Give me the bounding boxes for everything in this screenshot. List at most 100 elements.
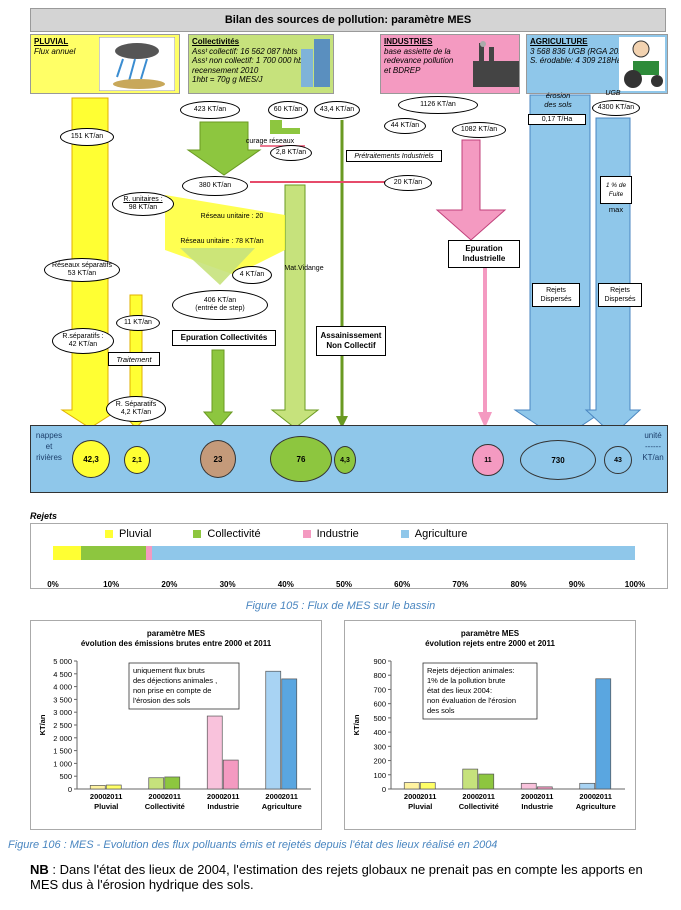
legend-collectivite-label: Collectivité — [207, 528, 261, 540]
bar-pluvial-2000 — [89, 785, 106, 790]
rejets-segment-pluvial — [53, 546, 81, 560]
industries-heading: INDUSTRIES — [384, 37, 433, 46]
collectivites-line1: Assᵗ collectif: 16 562 087 hbts — [192, 46, 298, 56]
x-year-label: 2011 — [282, 792, 298, 801]
bar-agriculture-2000 — [579, 782, 596, 790]
rejets-axis-tick: 90% — [568, 580, 585, 589]
industries-line3: et BDREP — [384, 65, 421, 75]
x-year-label: 2011 — [596, 792, 612, 801]
agriculture-line2: S. érodable: 4 309 218Ha — [530, 56, 622, 65]
annotation-line: non évaluation de l'érosion — [427, 696, 516, 705]
fuite-l2: Fuite — [608, 191, 624, 198]
band-ind-11: 11 — [472, 444, 504, 476]
oval-ugb-4300: 4300 KT/an — [592, 100, 640, 116]
x-year-label: 2000 — [462, 792, 479, 801]
rejets-axis-tick: 20% — [161, 580, 178, 589]
legend-pluvial-label: Pluvial — [119, 528, 152, 540]
y-tick-label: 4 500 — [53, 670, 72, 679]
bar-agriculture-2011 — [595, 678, 612, 790]
band-pluvial-42-3: 42,3 — [72, 440, 110, 478]
rejets-disp2-l1: Rejets — [610, 287, 630, 294]
y-tick-label: 4 000 — [53, 683, 72, 692]
collectivites-heading: Collectivités — [192, 37, 240, 46]
bar-collectivite-2000 — [148, 777, 165, 790]
bar-industrie-2000 — [520, 782, 537, 790]
x-year-label: 2000 — [207, 792, 224, 801]
oval-reseaux-separatifs: Réseaux séparatifs 53 KT/an — [44, 258, 120, 282]
y-axis-label: KT/an — [38, 714, 47, 735]
y-tick-label: 600 — [373, 700, 386, 709]
source-agriculture: AGRICULTURE 3 568 836 UGB (RGA 2010) S. … — [526, 34, 668, 94]
curage-label: curage réseaux — [245, 138, 295, 145]
assainissement-l1: Assainissement — [320, 331, 382, 340]
r-sep-4-2-label: R. Séparatifs — [115, 400, 157, 408]
mat-vidange: Mat.Vidange — [284, 265, 324, 272]
x-year-label: 2011 — [165, 792, 181, 801]
legend-industrie: Industrie — [302, 528, 359, 540]
ugb-label: UGB — [605, 90, 621, 97]
fuite-max: max — [608, 205, 624, 214]
band-right-l2: ------ — [645, 442, 661, 451]
y-tick-label: 2 000 — [53, 734, 72, 743]
note-paragraph: NB : Dans l'état des lieux de 2004, l'es… — [30, 862, 660, 892]
bar-pluvial-2011 — [105, 784, 122, 790]
agriculture-line1: 3 568 836 UGB (RGA 2010) — [530, 46, 630, 56]
annotation-line: Rejets déjection animales: — [427, 666, 515, 675]
x-year-label: 2000 — [521, 792, 538, 801]
x-category-label: Industrie — [521, 802, 553, 811]
erosion-label: érosion des sols — [528, 91, 588, 109]
legend-swatch-collectivite — [193, 530, 202, 539]
oval-ind-20: 20 KT/an — [384, 175, 432, 191]
source-industries: INDUSTRIES base assiette de la redevance… — [380, 34, 520, 94]
oval-col-4: 4 KT/an — [232, 266, 272, 284]
y-tick-label: 3 000 — [53, 708, 72, 717]
bar-collectivite-2000 — [462, 768, 479, 790]
band-right-label: unité ------ KT/an — [638, 430, 668, 463]
x-year-label: 2011 — [420, 792, 436, 801]
bar-collectivite-2011 — [478, 773, 495, 790]
legend-industrie-label: Industrie — [316, 528, 359, 540]
y-tick-label: 200 — [373, 757, 386, 766]
y-tick-label: 5 000 — [53, 657, 72, 666]
rejets-axis-tick: 100% — [624, 580, 646, 589]
r-unitaires-value: 98 KT/an — [128, 204, 158, 211]
annotation-line: des déjections animales , — [133, 676, 217, 685]
y-tick-label: 400 — [373, 728, 386, 737]
band-right-l3: KT/an — [642, 453, 664, 462]
annotation-line: l'érosion des sols — [133, 696, 191, 705]
band-left-l1: nappes — [35, 431, 63, 440]
chart-emissions-title: paramètre MES — [146, 629, 206, 638]
y-tick-label: 300 — [373, 742, 386, 751]
collectivites-line4: 1hbt = 70g g MES/J — [192, 75, 263, 84]
y-tick-label: 700 — [373, 685, 386, 694]
oval-col-43: 43,4 KT/an — [314, 101, 360, 119]
bar-industrie-2011 — [536, 786, 553, 790]
assainissement-box: Assainissement Non Collectif — [316, 326, 386, 356]
legend-agriculture-label: Agriculture — [414, 528, 468, 540]
annotation-box — [422, 662, 538, 720]
bar-industrie-2000 — [206, 715, 223, 790]
erosion-l1: érosion — [545, 91, 571, 100]
oval-col-406: 406 KT/an (entrée de step) — [172, 290, 268, 320]
x-year-label: 2000 — [579, 792, 596, 801]
pretraitements-box: Prétraitements Industriels — [346, 150, 442, 162]
pluvial-heading: PLUVIAL — [34, 37, 69, 46]
source-pluvial: PLUVIAL Flux annuel — [30, 34, 180, 94]
x-year-label: 2000 — [404, 792, 421, 801]
rejets-disp1-l2: Dispersés — [540, 296, 572, 303]
x-year-label: 2000 — [265, 792, 282, 801]
oval-col-2-8: 2,8 KT/an — [270, 145, 312, 161]
r-sep-42-label: R.séparatifs : — [62, 332, 104, 340]
buildings-clipart — [301, 39, 330, 87]
epuration-industrielle-box: Epuration Industrielle — [448, 240, 520, 268]
rejets-legend: Pluvial Collectivité Industrie Agricultu… — [105, 528, 645, 540]
erosion-value-box: 0,17 T/Ha — [528, 114, 586, 125]
band-right-l1: unité — [644, 431, 662, 440]
oval-ind-1082: 1082 KT/an — [452, 122, 506, 138]
note-text: : Dans l'état des lieux de 2004, l'estim… — [30, 862, 643, 892]
bar-agriculture-2011 — [281, 678, 298, 790]
rejets-axis-tick: 80% — [510, 580, 527, 589]
x-year-label: 2011 — [479, 792, 495, 801]
rejets-axis-tick: 0% — [47, 580, 59, 589]
reseau-unitaire-20: Réseau unitaire : 20 — [200, 213, 264, 220]
